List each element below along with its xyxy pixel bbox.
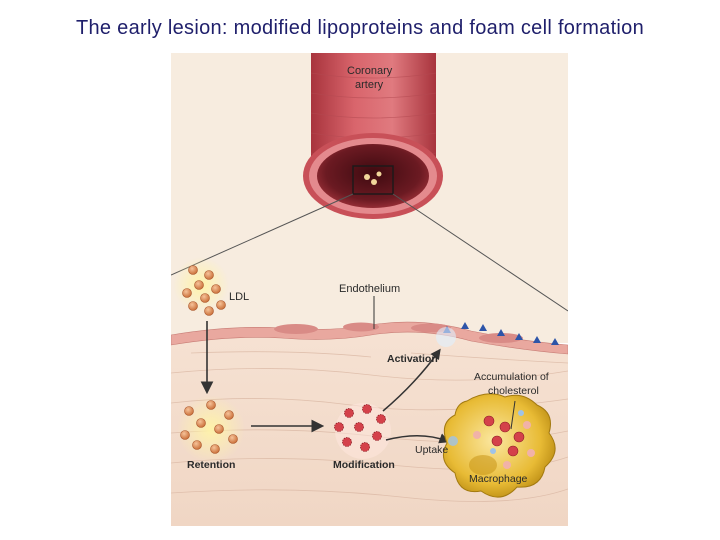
label-activation: Activation: [387, 353, 438, 365]
label-retention: Retention: [187, 459, 235, 471]
arrow-uptake: [385, 433, 450, 444]
ldl-cluster-retention: [177, 395, 245, 463]
macrophage-cell: [442, 393, 556, 498]
arrow-modification-to-activation: [382, 348, 441, 412]
coronary-artery: [303, 53, 443, 219]
slide-title: The early lesion: modified lipoproteins …: [75, 17, 645, 39]
label-accumulation-line1: Accumulation of: [474, 371, 549, 383]
label-ldl: LDL: [229, 291, 249, 303]
label-accumulation-line2: cholesterol: [488, 385, 539, 397]
label-endothelium: Endothelium: [339, 283, 400, 295]
label-uptake: Uptake: [415, 444, 448, 456]
adhesion-molecules: [443, 322, 559, 345]
zoom-line-right: [392, 193, 568, 312]
ldl-cluster-lumen: [173, 257, 229, 316]
label-coronary-line1: Coronary: [347, 65, 393, 77]
label-coronary-line2: artery: [355, 79, 384, 91]
lesion-illustration: Coronary artery Endothelium LDL Activati…: [171, 53, 568, 526]
accumulation-pointer: [510, 400, 516, 430]
label-modification: Modification: [333, 459, 395, 471]
modified-ldl-cluster: [334, 403, 391, 459]
label-macrophage: Macrophage: [469, 473, 528, 485]
